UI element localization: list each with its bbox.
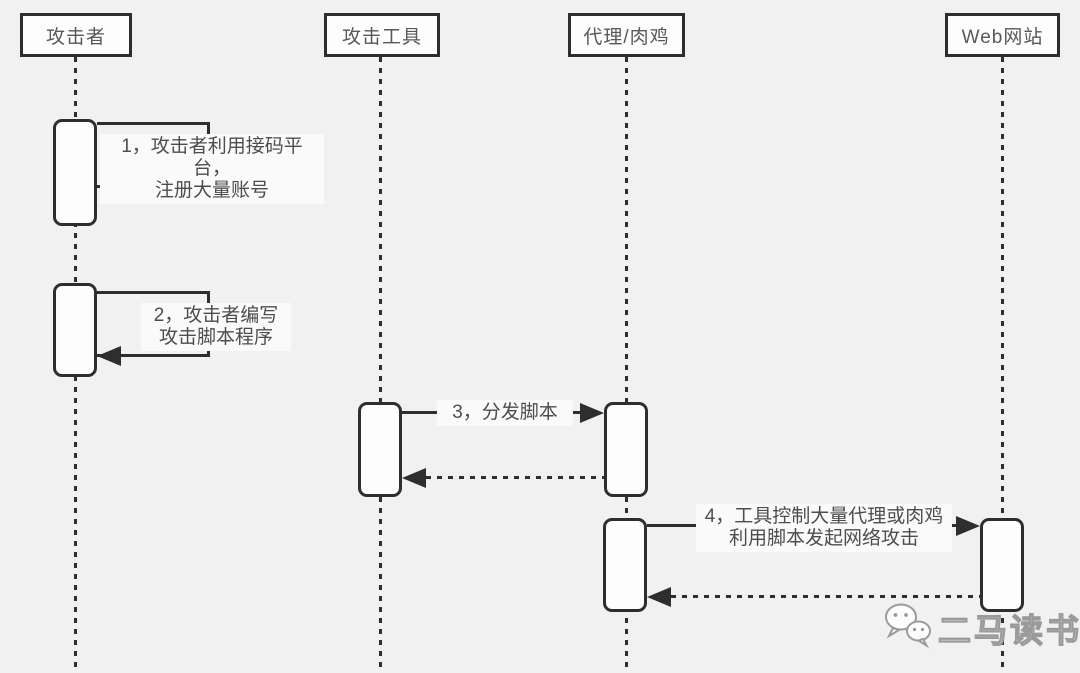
watermark-text: 二马读书	[937, 611, 1080, 649]
message-2-arrowhead	[97, 346, 121, 366]
actor-attacker-label: 攻击者	[45, 26, 106, 48]
actor-web-site-label: Web网站	[961, 26, 1044, 48]
actor-attack-tool: 攻击工具	[324, 13, 440, 57]
activation-attacker-2	[53, 283, 97, 377]
actor-proxy-botnet-label: 代理/肉鸡	[583, 26, 670, 48]
activation-web-site-1	[980, 518, 1024, 612]
lifeline-proxy-botnet	[625, 57, 628, 673]
activation-proxy-1	[604, 402, 648, 497]
message-1-label-line1: 1，攻击者利用接码平台，	[121, 136, 303, 179]
message-2-label-line1: 2，攻击者编写	[153, 305, 279, 326]
activation-attack-tool-1	[358, 402, 402, 497]
activation-attacker-1	[53, 119, 97, 226]
message-3-arrowhead	[580, 403, 604, 423]
actor-attack-tool-label: 攻击工具	[341, 26, 422, 48]
message-2-label: 2，攻击者编写 攻击脚本程序	[141, 303, 291, 351]
actor-attacker: 攻击者	[20, 13, 132, 57]
message-2-label-line2: 攻击脚本程序	[158, 327, 273, 348]
message-4-label: 4，工具控制大量代理或肉鸡 利用脚本发起网络攻击	[696, 504, 952, 552]
message-4-label-line1: 4，工具控制大量代理或肉鸡	[704, 506, 944, 527]
lifeline-web-site	[1001, 57, 1004, 673]
actor-proxy-botnet: 代理/肉鸡	[568, 13, 685, 57]
message-1-label-line2: 注册大量账号	[154, 180, 269, 201]
message-3-return-line	[426, 476, 604, 479]
message-3-label: 3，分发脚本	[437, 400, 573, 426]
message-3-label-line1: 3，分发脚本	[452, 402, 558, 423]
activation-proxy-2	[603, 518, 647, 612]
watermark: 二马读书	[882, 601, 1080, 654]
message-1-label: 1，攻击者利用接码平台， 注册大量账号	[100, 134, 324, 204]
wechat-icon	[882, 601, 932, 654]
actor-web-site: Web网站	[945, 13, 1060, 57]
message-4-arrowhead	[956, 516, 980, 536]
message-4-return-line	[671, 595, 980, 598]
message-3-return-arrowhead	[402, 468, 426, 488]
lifeline-attack-tool	[379, 57, 382, 673]
message-4-return-arrowhead	[647, 587, 671, 607]
message-4-label-line2: 利用脚本发起网络攻击	[728, 528, 919, 549]
